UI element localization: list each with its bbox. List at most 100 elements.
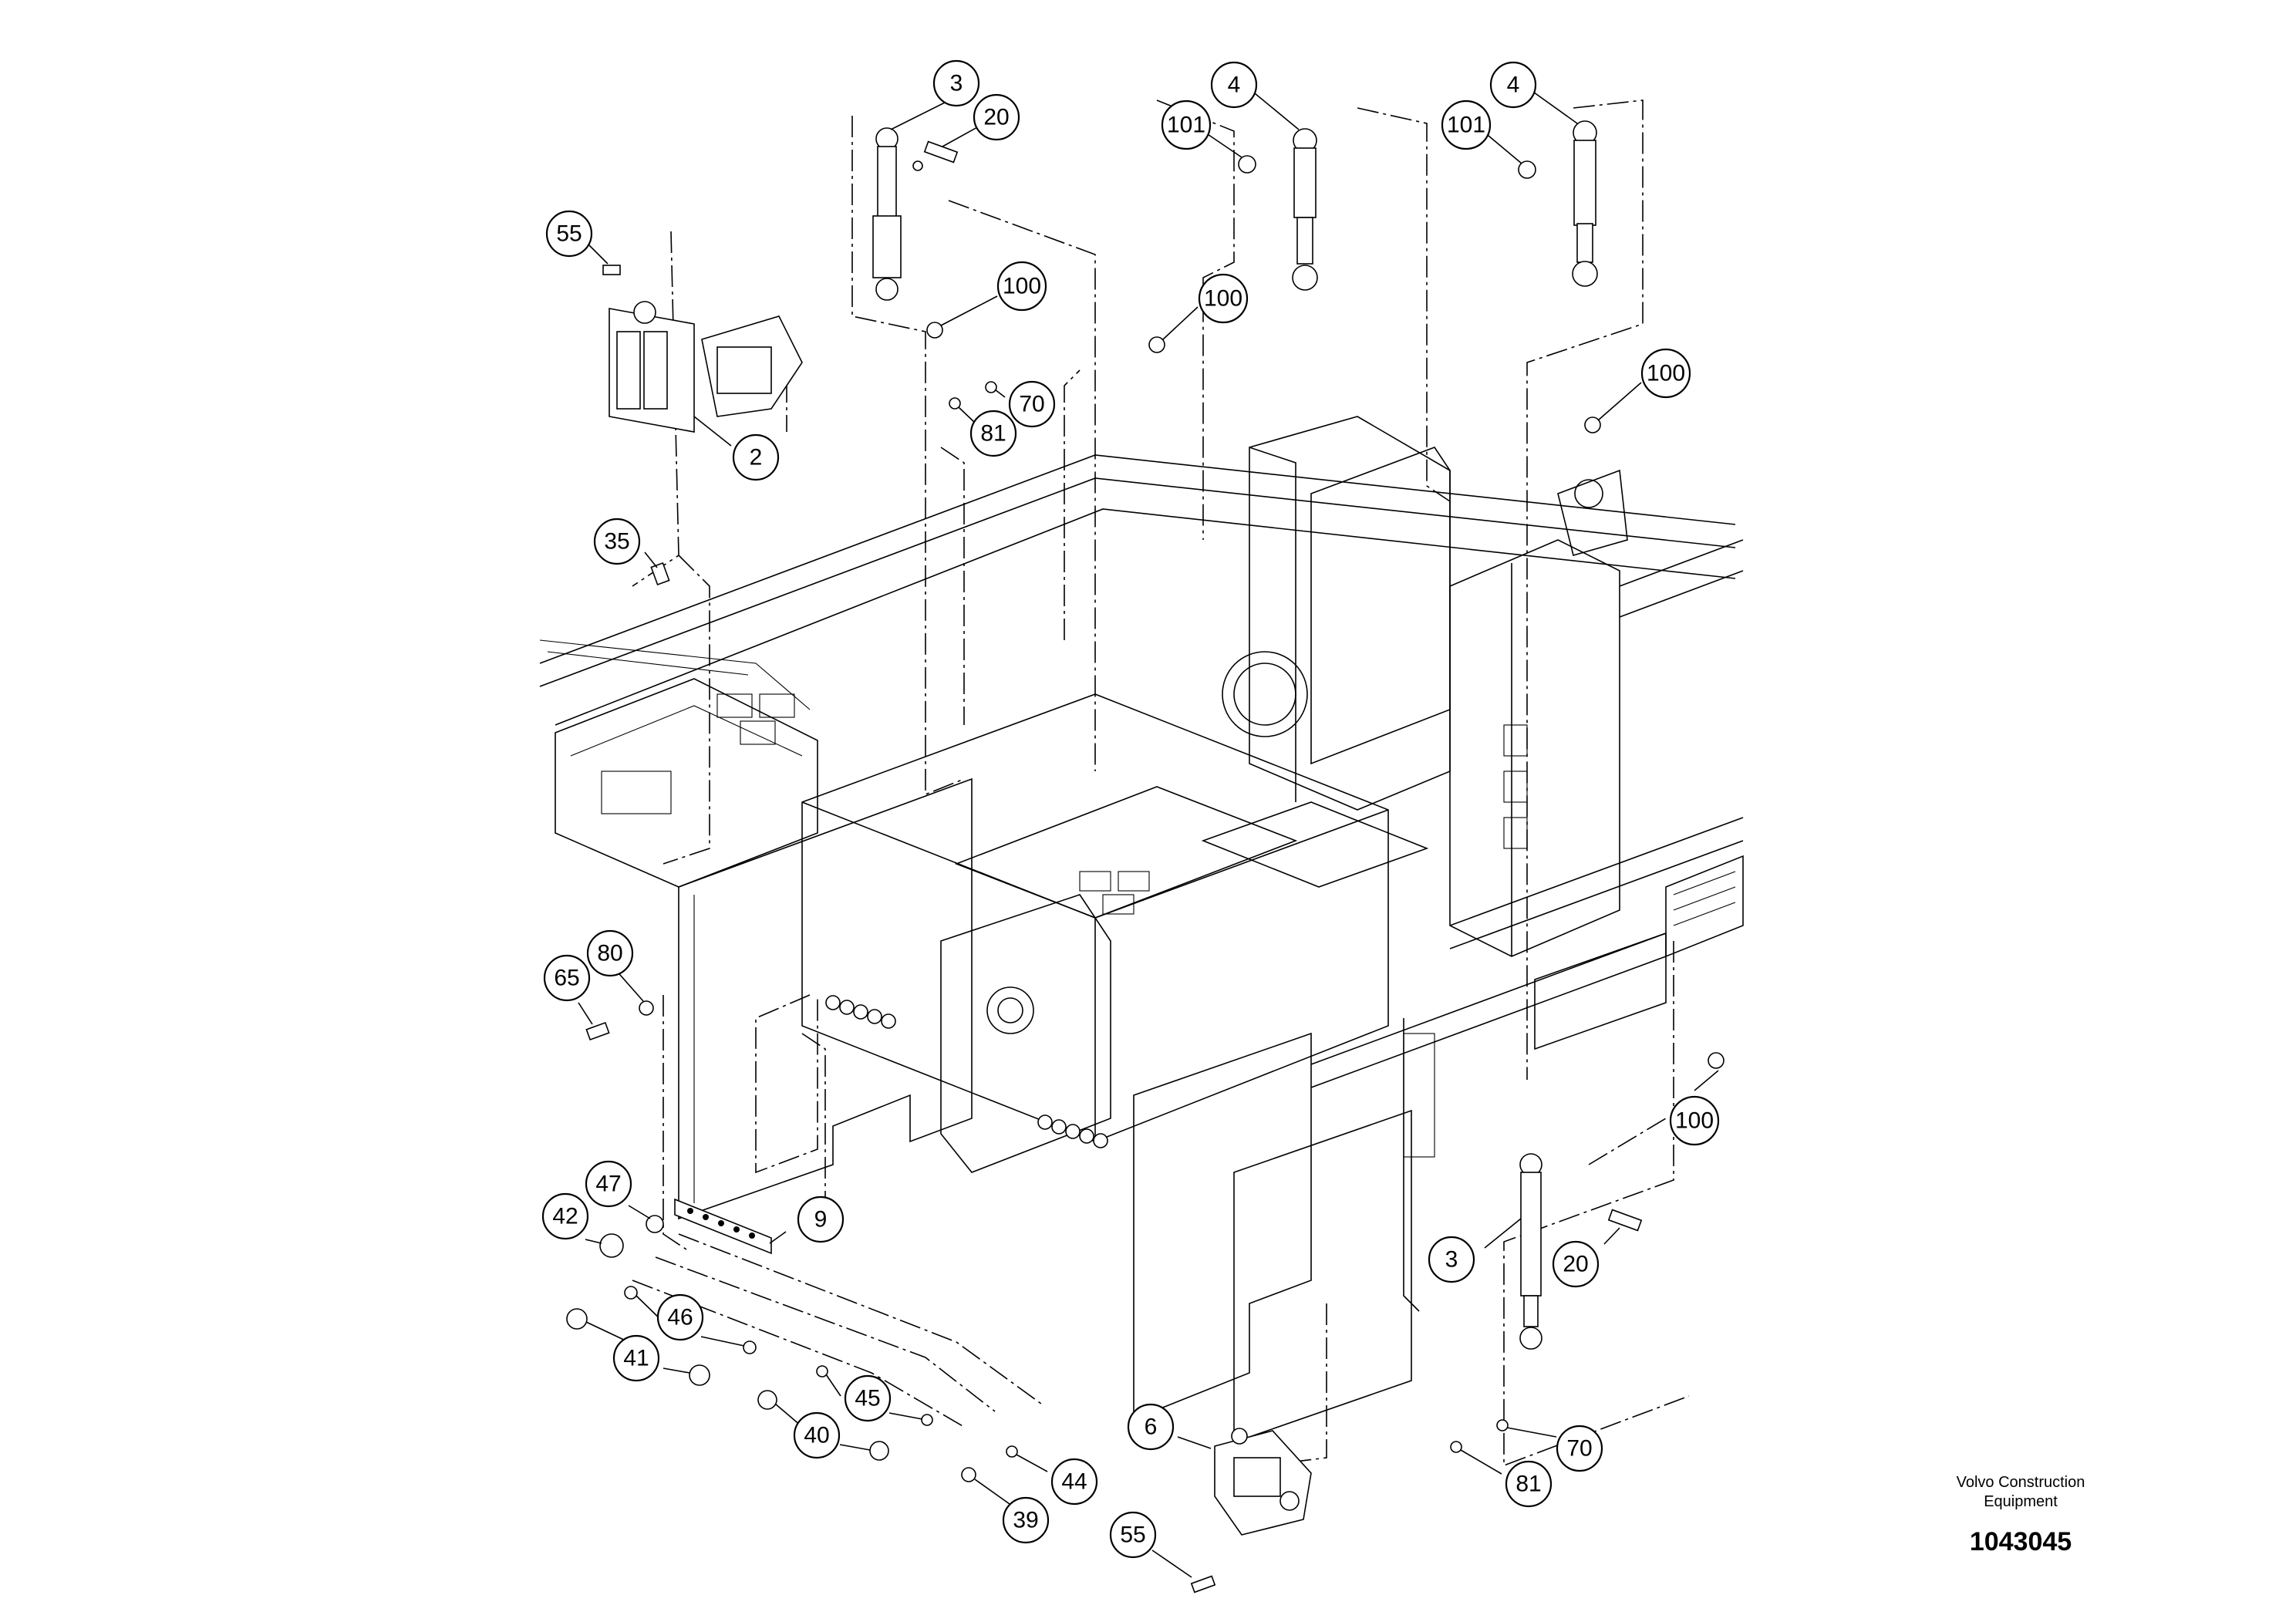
callout-2: 2 [732, 433, 780, 481]
callout-circle [1210, 61, 1258, 109]
callout-label: 4 [1228, 73, 1241, 98]
nut-40-b [869, 1441, 889, 1461]
fitting-35 [650, 561, 670, 586]
callout-circle [1552, 1240, 1600, 1288]
callout-35: 35 [593, 518, 641, 565]
fitting-45-a [816, 1365, 828, 1378]
callout-label: 3 [1445, 1247, 1458, 1273]
callout-label: 45 [855, 1386, 880, 1411]
callout-circle [1050, 1458, 1098, 1506]
callout-label: 35 [604, 529, 629, 555]
callout-label: 41 [623, 1346, 649, 1371]
callout-label: 44 [1061, 1469, 1087, 1495]
callout-label: 70 [1019, 392, 1044, 417]
nut-40-a [757, 1390, 777, 1410]
callout-circle [1002, 1496, 1050, 1544]
bolt-55-top [602, 265, 621, 275]
callout-55: 55 [545, 210, 593, 258]
callout-40: 40 [793, 1411, 841, 1459]
hydraulic-cylinder-lower [1519, 1153, 1542, 1350]
bolt-65 [585, 1021, 610, 1041]
callout-100: 100 [1669, 1095, 1720, 1146]
nut-42 [599, 1233, 624, 1258]
callout-circle [545, 210, 593, 258]
retaining-ring-100-d [1708, 1052, 1725, 1069]
callout-circle [656, 1293, 704, 1341]
callout-label: 4 [1507, 73, 1520, 98]
callout-circle [1428, 1236, 1475, 1283]
callout-3: 3 [932, 59, 980, 107]
callout-circle [932, 59, 980, 107]
callout-circle [1198, 273, 1249, 324]
washer-80 [639, 1000, 654, 1016]
callout-label: 100 [1003, 274, 1041, 299]
callout-label: 101 [1167, 113, 1205, 138]
fitting-46-a [624, 1286, 638, 1300]
callout-70: 70 [1008, 380, 1056, 428]
callout-101: 101 [1161, 99, 1212, 150]
callout-100: 100 [1198, 273, 1249, 324]
callout-label: 20 [1563, 1252, 1588, 1277]
callout-45: 45 [844, 1374, 892, 1422]
callout-46: 46 [656, 1293, 704, 1341]
screw-70-lower [1496, 1419, 1509, 1431]
main-frame [539, 416, 1744, 1444]
callout-label: 46 [667, 1305, 693, 1330]
callout-label: 3 [950, 71, 963, 96]
callout-100: 100 [1640, 348, 1691, 399]
retaining-ring-100-a [926, 322, 943, 339]
callout-circle [973, 93, 1020, 141]
callout-label: 80 [597, 941, 622, 966]
callout-81: 81 [1505, 1460, 1553, 1508]
callout-44: 44 [1050, 1458, 1098, 1506]
drawing-number: 1043045 [1969, 1527, 2072, 1556]
pin-upper [923, 140, 959, 164]
callout-label: 6 [1145, 1415, 1158, 1440]
washer-81-lower [1450, 1441, 1462, 1453]
control-valve-assembly [609, 301, 803, 433]
hydraulic-cylinder-upper-left [872, 127, 923, 301]
assembly-phantom-lines [632, 99, 1690, 1467]
retaining-ring-100-b [1148, 336, 1165, 353]
callout-circle [1505, 1460, 1553, 1508]
hydraulic-cylinder-upper-right [1572, 120, 1598, 287]
callout-3: 3 [1428, 1236, 1475, 1283]
hydraulic-cylinder-upper-middle [1292, 128, 1318, 291]
retaining-ring-100-c [1584, 416, 1601, 433]
callout-circle [1640, 348, 1691, 399]
callout-70: 70 [1556, 1425, 1603, 1472]
callout-label: 100 [1647, 361, 1685, 386]
nut-41-b [689, 1364, 710, 1386]
callout-label: 55 [556, 221, 582, 247]
callout-circle [793, 1411, 841, 1459]
callout-circle [1161, 99, 1212, 150]
callout-20: 20 [1552, 1240, 1600, 1288]
callout-55: 55 [1109, 1511, 1157, 1559]
callout-label: 39 [1013, 1508, 1038, 1533]
title-block: Volvo Construction Equipment 1043045 [1944, 1473, 2098, 1557]
callout-label: 65 [554, 966, 579, 991]
callout-80: 80 [586, 929, 634, 977]
callout-label: 2 [750, 445, 763, 470]
callout-circle [1669, 1095, 1720, 1146]
callout-circle [612, 1334, 660, 1382]
callout-circle [1556, 1425, 1603, 1472]
callout-label: 101 [1447, 113, 1485, 138]
bulkhead-plate [674, 1198, 772, 1255]
callout-circle [541, 1192, 589, 1240]
callout-label: 20 [983, 105, 1009, 130]
callout-label: 100 [1204, 286, 1242, 312]
fitting-44 [1006, 1445, 1018, 1458]
bolt-55-bottom [1190, 1575, 1216, 1593]
callout-circle [1008, 380, 1056, 428]
callout-label: 55 [1120, 1523, 1145, 1548]
callout-circle [1489, 61, 1537, 109]
callout-circle [732, 433, 780, 481]
callout-label: 81 [1515, 1472, 1541, 1497]
callout-label: 47 [595, 1172, 621, 1197]
callout-circle [797, 1195, 845, 1243]
fitting-46-b [743, 1340, 757, 1354]
